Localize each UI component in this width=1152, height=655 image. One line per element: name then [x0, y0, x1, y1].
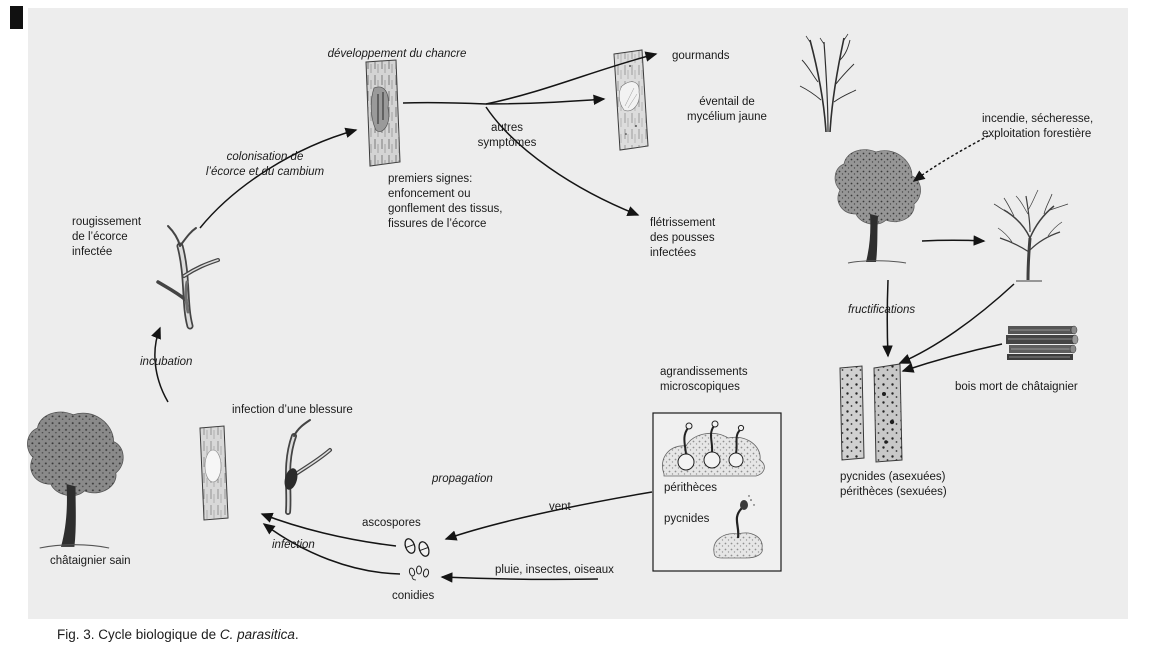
label-conidies: conidies — [392, 590, 435, 602]
label-pycnides: pycnides — [664, 513, 710, 525]
chestnut-tree-illustration — [834, 149, 921, 264]
arrow-fructifications — [882, 279, 893, 358]
arrow-deadtree-to-strips — [898, 283, 1015, 364]
label-ascospores: ascospores — [362, 517, 421, 529]
mycelium-fan-bark-illustration — [613, 49, 649, 151]
page-corner-mark — [10, 6, 23, 29]
label-eventail-mycelium: éventail de mycélium jaune — [687, 96, 767, 123]
label-fletrissement: flétrissement des pousses infectées — [650, 217, 716, 259]
label-rougissement: rougissement de l’écorce infectée — [72, 216, 142, 258]
label-premiers-signes: premiers signes: enfoncement ou gonfleme… — [388, 173, 503, 230]
label-gourmands: gourmands — [672, 50, 730, 62]
caption-prefix: Fig. 3. Cycle biologique de — [57, 627, 220, 642]
label-incubation: incubation — [140, 356, 193, 368]
arrow-incendie-dotted — [912, 135, 989, 182]
label-propagation: propagation — [432, 473, 493, 485]
caption-suffix: . — [294, 627, 299, 642]
label-autres-symptomes: autres symptômes — [477, 122, 537, 149]
label-chataignier-sain: châtaignier sain — [50, 555, 131, 567]
label-vent: vent — [549, 501, 571, 513]
dead-wood-illustration — [1006, 325, 1079, 360]
arrow-to-mycelium — [485, 94, 606, 106]
reddened-branch-illustration — [156, 225, 220, 330]
arrow-colonisation — [199, 127, 358, 229]
arrow-stem — [402, 101, 487, 105]
arrow-vent — [444, 491, 653, 541]
ascospores-illustration — [404, 538, 430, 557]
label-infection-blessure: infection d’une blessure — [232, 404, 353, 416]
arrow-incubation — [151, 326, 169, 403]
arrow-to-gourmands — [485, 51, 658, 105]
label-fructifications: fructifications — [848, 304, 916, 316]
label-agrandissements: agrandissements microscopiques — [660, 366, 748, 393]
label-pluie-insectes: pluie, insectes, oiseaux — [495, 564, 614, 576]
twigs-illustration — [799, 33, 857, 133]
label-bois-mort: bois mort de châtaignier — [955, 381, 1078, 393]
fruiting-bark-strips-illustration — [839, 363, 903, 463]
healthy-tree-illustration — [27, 411, 124, 549]
arrow-infection-conidies — [262, 523, 401, 575]
perithecia-illustration — [662, 420, 765, 477]
blistered-bark-illustration — [199, 425, 229, 521]
wounded-branch-illustration — [284, 419, 332, 515]
arrow-wood-to-strips — [901, 343, 1003, 373]
arrow-infection-ascospores — [260, 512, 397, 547]
label-pycnides-peritheces: pycnides (asexuées) périthèces (sexuées) — [840, 471, 947, 498]
pycnidia-illustration — [713, 495, 763, 559]
canker-bark-illustration — [365, 59, 401, 167]
arrow-to-fletrissement — [485, 106, 640, 217]
figure-caption: Fig. 3. Cycle biologique de C. parasitic… — [57, 627, 299, 642]
arrow-pluie — [440, 572, 599, 583]
label-developpement-chancre: développement du chancre — [327, 48, 467, 60]
label-incendie-secheresse: incendie, sécheresse, exploitation fores… — [982, 113, 1094, 140]
conidia-illustration — [408, 565, 430, 581]
arrow-tree-to-deadtree — [921, 235, 986, 246]
dead-tree-illustration — [993, 189, 1069, 282]
label-colonisation: colonisation de l’écorce et du cambium — [205, 151, 325, 178]
caption-species: C. parasitica — [219, 627, 295, 642]
cycle-arrows — [151, 51, 1015, 583]
label-peritheces: périthèces — [664, 482, 718, 494]
label-infection: infection — [272, 539, 315, 551]
